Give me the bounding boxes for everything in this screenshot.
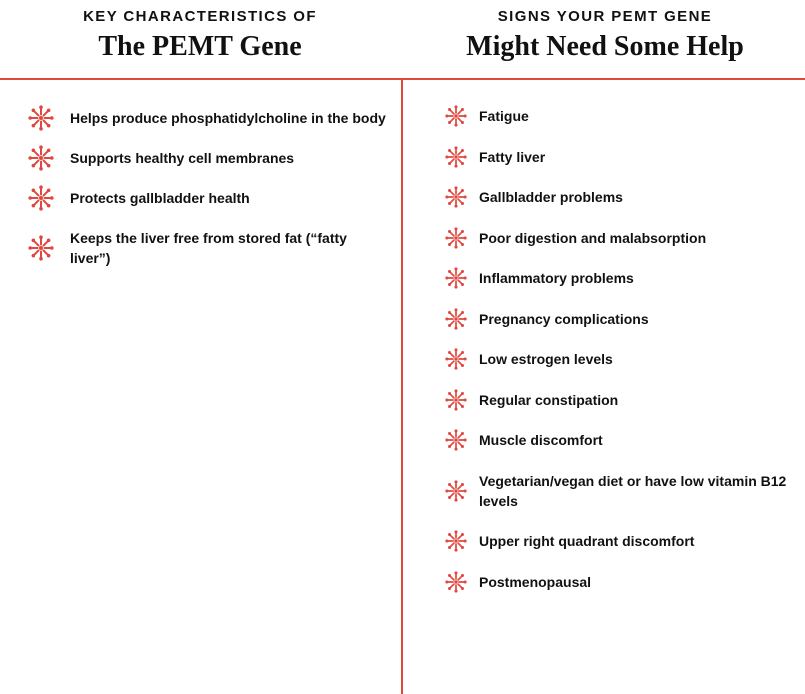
list-item-label: Keeps the liver free from stored fat (“f…: [70, 230, 347, 266]
list-item: Upper right quadrant discomfort: [445, 530, 795, 552]
list-item: Gallbladder problems: [445, 186, 795, 208]
red-burst-icon: [445, 267, 467, 289]
list-item: Supports healthy cell membranes: [28, 145, 388, 171]
red-burst-icon: [445, 530, 467, 552]
right-title: Might Need Some Help: [466, 31, 744, 62]
list-item: Pregnancy complications: [445, 307, 795, 330]
list-item-label: Poor digestion and malabsorption: [479, 229, 707, 246]
red-burst-icon: [28, 145, 54, 171]
list-item-label: Postmenopausal: [479, 573, 592, 590]
list-item-label: Supports healthy cell membranes: [70, 150, 295, 166]
list-item: Keeps the liver free from stored fat (“f…: [28, 228, 388, 268]
list-item-label: Fatty liver: [479, 148, 546, 165]
list-item-label: Fatigue: [479, 108, 529, 124]
red-burst-icon: [445, 429, 467, 451]
red-burst-icon: [445, 105, 467, 127]
red-burst-icon: [445, 388, 467, 411]
red-burst-icon: [445, 307, 467, 330]
list-item-label: Muscle discomfort: [479, 432, 603, 448]
list-item: Muscle discomfort: [445, 429, 795, 451]
left-column-header: KEY CHARACTERISTICS OF The PEMT Gene: [0, 8, 400, 64]
list-item: Regular constipation: [445, 388, 795, 411]
red-burst-icon: [28, 105, 54, 131]
list-item-label: Pregnancy complications: [479, 310, 649, 327]
list-item: Inflammatory problems: [445, 267, 795, 289]
red-burst-icon: [445, 145, 467, 168]
red-burst-icon: [445, 226, 467, 249]
left-eyebrow: KEY CHARACTERISTICS OF: [83, 8, 317, 25]
red-burst-icon: [28, 235, 54, 261]
vertical-divider: [401, 80, 403, 694]
right-column-header: SIGNS YOUR PEMT GENE Might Need Some Hel…: [405, 8, 805, 64]
list-item: Protects gallbladder health: [28, 185, 388, 211]
red-burst-icon: [28, 185, 54, 211]
list-item-label: Inflammatory problems: [479, 270, 634, 286]
list-item-label: Gallbladder problems: [479, 189, 623, 205]
list-item-label: Helps produce phosphatidylcholine in the…: [70, 110, 386, 126]
signs-list: Fatigue Fatty liver Gallbladder problems…: [445, 105, 795, 612]
list-item: Fatty liver: [445, 145, 795, 168]
list-item: Poor digestion and malabsorption: [445, 226, 795, 249]
list-item: Vegetarian/vegan diet or have low vitami…: [445, 471, 795, 511]
red-burst-icon: [445, 348, 467, 370]
list-item-label: Regular constipation: [479, 391, 619, 408]
left-title: The PEMT Gene: [98, 31, 302, 62]
right-eyebrow: SIGNS YOUR PEMT GENE: [497, 8, 713, 25]
list-item: Postmenopausal: [445, 570, 795, 593]
red-burst-icon: [445, 479, 467, 502]
red-burst-icon: [445, 186, 467, 208]
list-item-label: Protects gallbladder health: [70, 190, 250, 206]
red-burst-icon: [445, 570, 467, 593]
list-item-label: Upper right quadrant discomfort: [479, 533, 695, 549]
horizontal-divider: [0, 78, 805, 80]
characteristics-list: Helps produce phosphatidylcholine in the…: [28, 105, 388, 288]
list-item: Fatigue: [445, 105, 795, 127]
list-item-label: Vegetarian/vegan diet or have low vitami…: [479, 472, 787, 509]
list-item-label: Low estrogen levels: [479, 351, 613, 367]
list-item: Helps produce phosphatidylcholine in the…: [28, 105, 388, 131]
list-item: Low estrogen levels: [445, 348, 795, 370]
